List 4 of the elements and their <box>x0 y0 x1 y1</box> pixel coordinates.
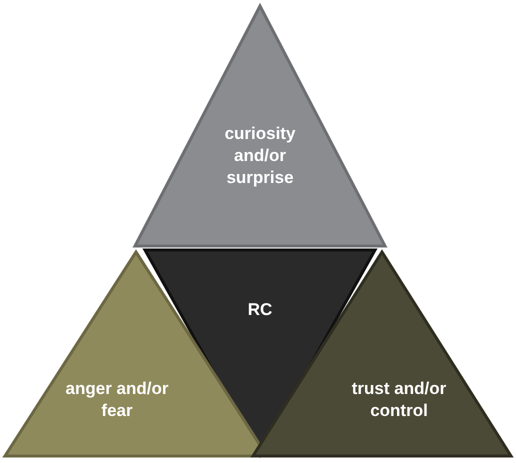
triangle-label: curiosity and/or surprise <box>224 123 296 189</box>
triangle-label: RC <box>246 299 274 321</box>
triangle-label: anger and/or fear <box>64 378 170 422</box>
triangle-label: trust and/or control <box>350 378 448 422</box>
